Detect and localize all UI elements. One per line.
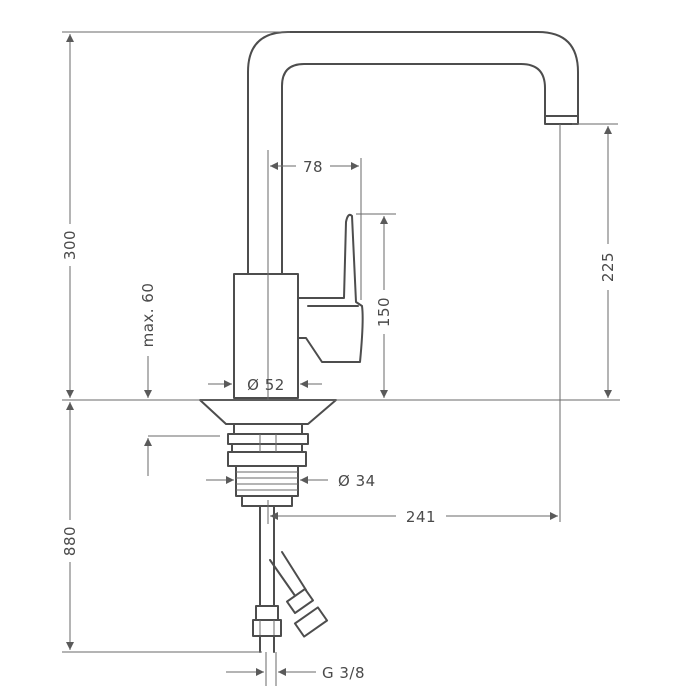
label-max-deck: max. 60 bbox=[139, 283, 157, 348]
base-plate bbox=[199, 399, 337, 425]
label-total-height: 300 bbox=[61, 230, 79, 260]
extension-lines bbox=[62, 31, 620, 686]
dimension-labels: 300 880 max. 60 225 150 78 Ø 52 Ø 34 241… bbox=[61, 158, 617, 682]
label-connection-thread: G 3/8 bbox=[322, 664, 365, 682]
label-hose-length: 880 bbox=[61, 526, 79, 556]
label-base-diameter: Ø 52 bbox=[247, 376, 285, 394]
aerator bbox=[544, 115, 579, 125]
faucet-body bbox=[199, 31, 579, 653]
label-spout-reach: 241 bbox=[406, 508, 436, 526]
label-shank-diameter: Ø 34 bbox=[338, 472, 376, 490]
label-lever-offset: 78 bbox=[303, 158, 323, 176]
spout bbox=[247, 31, 579, 275]
label-spout-height: 225 bbox=[599, 252, 617, 282]
mounting-shank bbox=[227, 423, 309, 507]
mixer-body bbox=[233, 273, 299, 399]
dimension-lines bbox=[66, 34, 612, 676]
supply-hoses bbox=[252, 505, 329, 653]
label-handle-height: 150 bbox=[375, 297, 393, 327]
lever-handle bbox=[297, 213, 364, 363]
